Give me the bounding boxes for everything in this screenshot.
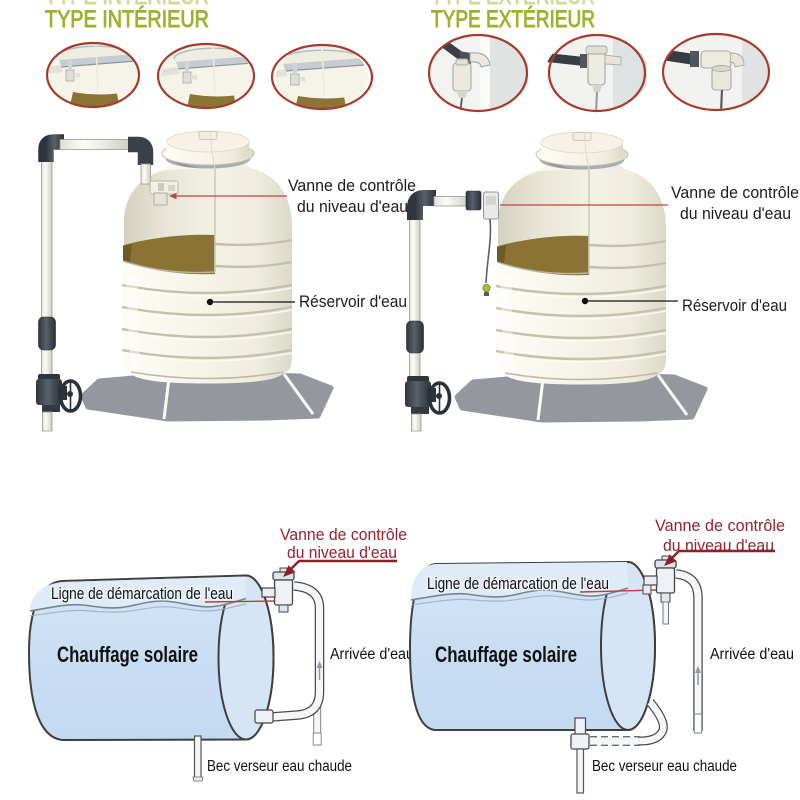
svg-text:Chauffage solaire: Chauffage solaire bbox=[57, 642, 198, 667]
svg-text:Vanne de contrôle: Vanne de contrôle bbox=[671, 184, 799, 202]
svg-text:TYPE INTÉRIEUR: TYPE INTÉRIEUR bbox=[45, 0, 209, 10]
svg-text:Chauffage solaire: Chauffage solaire bbox=[435, 642, 577, 667]
svg-text:Bec verseur eau chaude: Bec verseur eau chaude bbox=[207, 758, 352, 775]
svg-text:Arrivée d'eau: Arrivée d'eau bbox=[710, 646, 794, 663]
svg-text:TYPE INTÉRIEUR: TYPE INTÉRIEUR bbox=[45, 6, 209, 33]
svg-text:Arrivée d'eau: Arrivée d'eau bbox=[330, 646, 414, 663]
svg-text:du niveau d'eau: du niveau d'eau bbox=[287, 543, 397, 562]
svg-text:Réservoir d'eau: Réservoir d'eau bbox=[682, 297, 787, 315]
svg-text:Bec verseur eau chaude: Bec verseur eau chaude bbox=[592, 758, 737, 775]
svg-text:Réservoir d'eau: Réservoir d'eau bbox=[299, 293, 407, 311]
svg-text:Vanne de contrôle: Vanne de contrôle bbox=[288, 177, 416, 195]
svg-text:du niveau d'eau: du niveau d'eau bbox=[297, 198, 408, 216]
svg-text:TYPE EXTÉRIEUR: TYPE EXTÉRIEUR bbox=[431, 6, 595, 33]
svg-text:TYPE EXTÉRIEUR: TYPE EXTÉRIEUR bbox=[431, 0, 595, 10]
svg-text:Vanne de contrôle: Vanne de contrôle bbox=[280, 525, 407, 544]
svg-text:Ligne de démarcation de l'eau: Ligne de démarcation de l'eau bbox=[51, 585, 233, 603]
svg-text:Vanne de contrôle: Vanne de contrôle bbox=[655, 516, 785, 535]
svg-text:du niveau d'eau: du niveau d'eau bbox=[680, 205, 791, 223]
svg-text:Ligne de démarcation de l'eau: Ligne de démarcation de l'eau bbox=[427, 575, 609, 593]
